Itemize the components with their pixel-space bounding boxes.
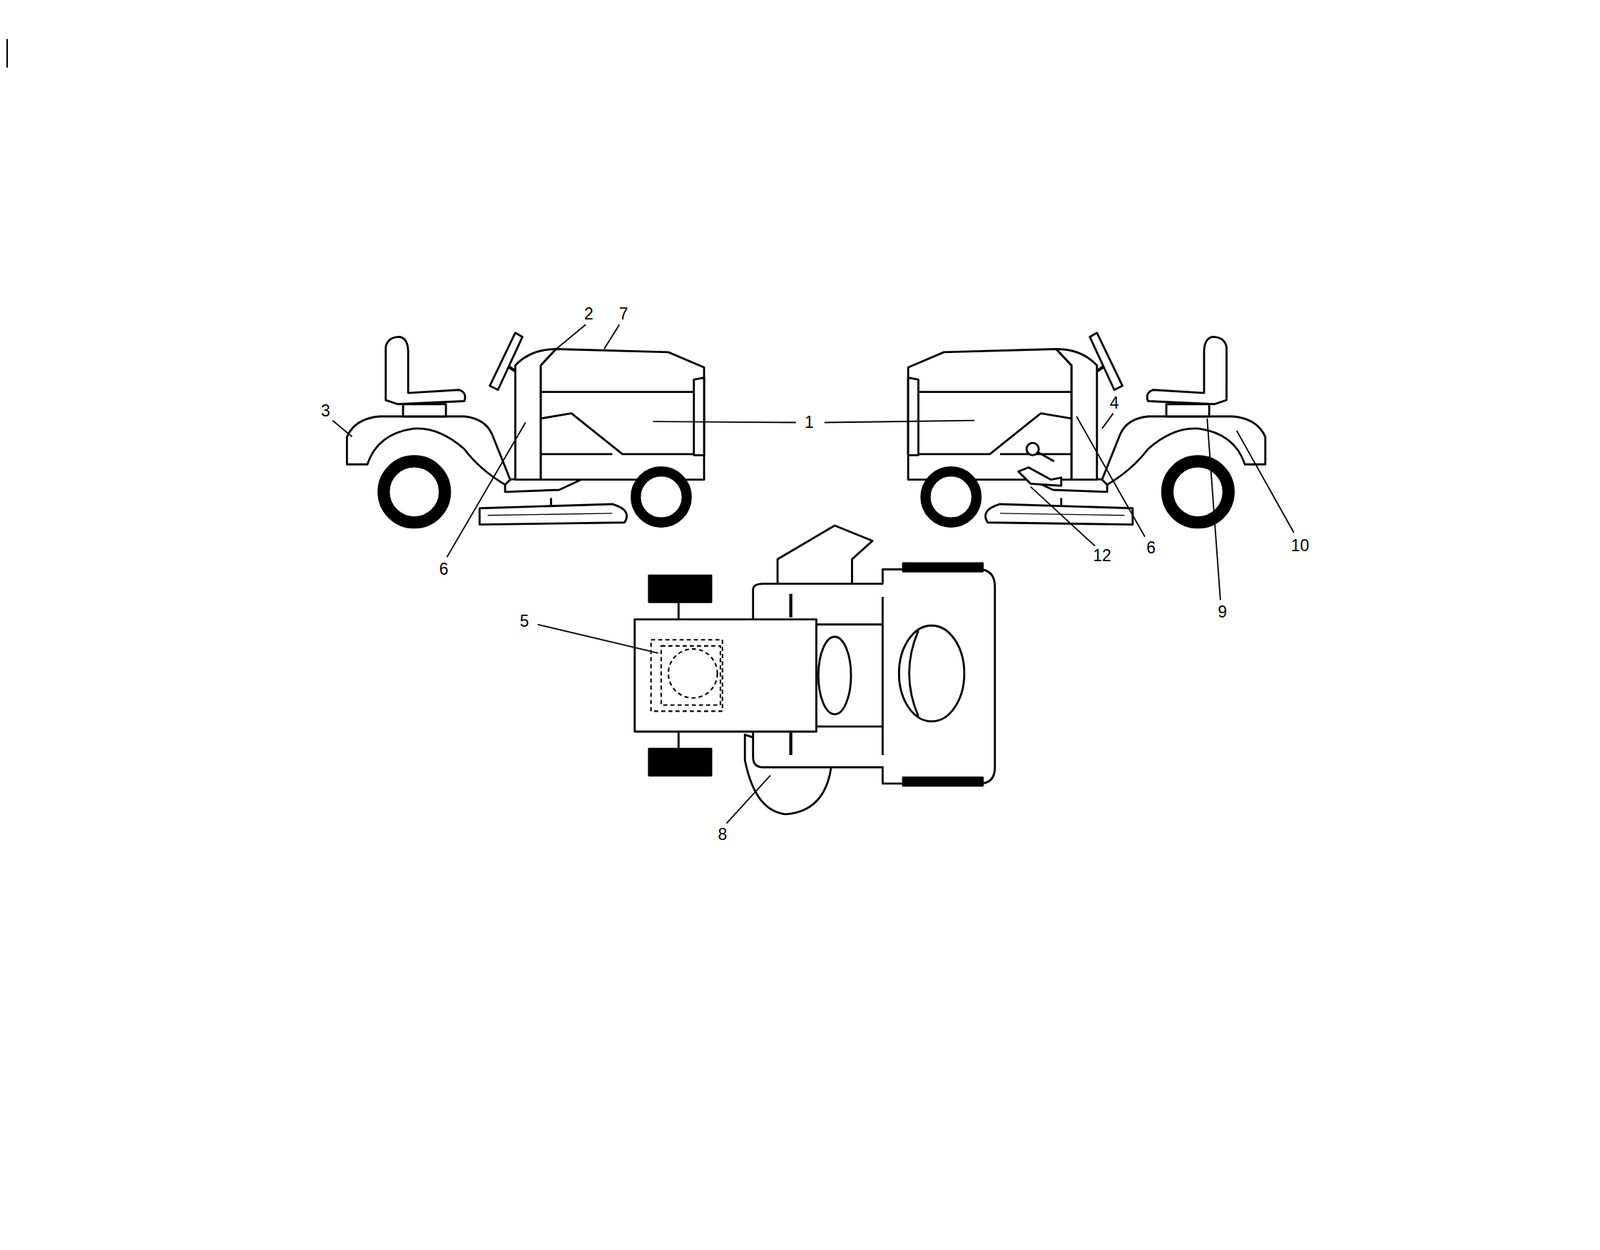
callout-number: 2	[584, 306, 594, 323]
callout-number: 8	[717, 826, 727, 844]
callout-number: 5	[520, 613, 530, 630]
callout-number: 10	[1291, 537, 1310, 555]
callout-number: 4	[1109, 395, 1120, 412]
callout-number: 7	[619, 306, 629, 323]
callout-number: 9	[1217, 604, 1227, 621]
callout-number: 12	[1092, 547, 1112, 565]
callout-number: 1	[804, 414, 814, 431]
callout-number: 6	[439, 561, 449, 578]
callout-number: 3	[320, 403, 331, 420]
leader-lines	[332, 324, 1294, 824]
callout-number: 6	[1146, 539, 1156, 557]
